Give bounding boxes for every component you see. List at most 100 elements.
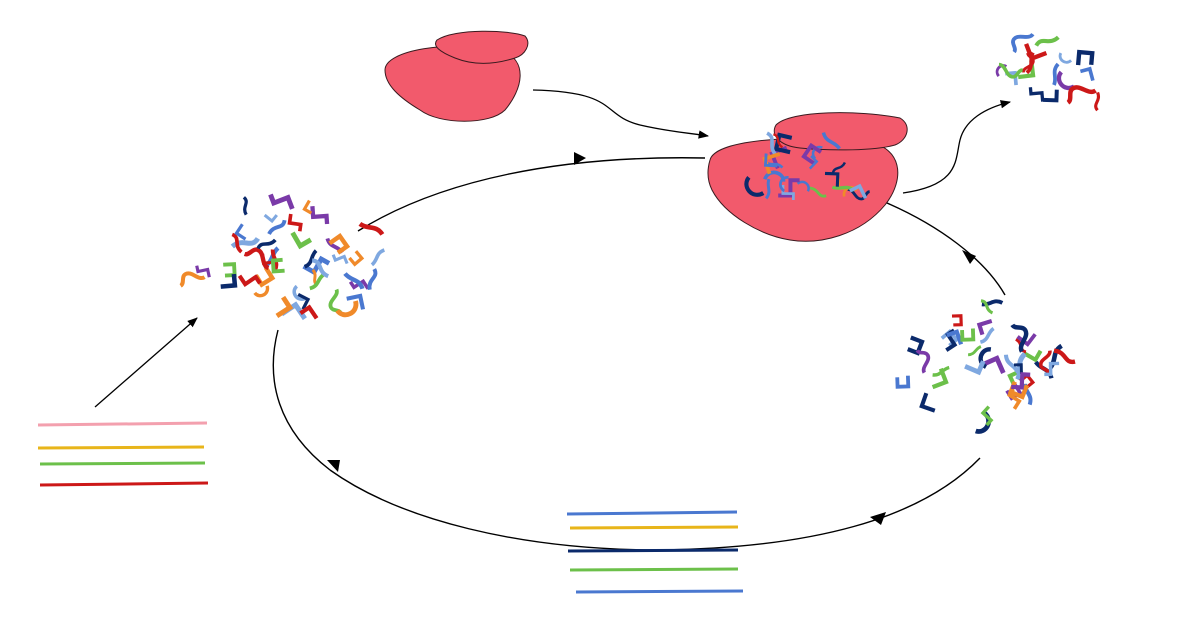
fragment (237, 274, 262, 287)
fragment (370, 248, 386, 267)
strand-line (569, 525, 739, 530)
fragment (1066, 85, 1097, 105)
right-fragment-cluster (895, 299, 1076, 434)
fragment (1016, 333, 1037, 347)
arrowhead-bottom-right (870, 512, 886, 525)
fragment (335, 300, 359, 318)
fragment (964, 360, 986, 376)
fragment (1038, 350, 1052, 374)
enzyme-fragment-cluster (744, 131, 871, 201)
left-fragment-cluster (179, 193, 386, 321)
fragment (1011, 32, 1035, 54)
fragment (919, 392, 936, 413)
fragment (995, 64, 1008, 77)
release-arrow (902, 100, 1012, 194)
fragment (931, 367, 949, 390)
fragment (263, 213, 278, 224)
fragment (275, 295, 294, 318)
fragment (808, 186, 827, 198)
fragment (1021, 52, 1035, 73)
fragment (297, 292, 311, 310)
fragment (348, 250, 365, 267)
fragment (772, 133, 784, 149)
fragment (766, 131, 778, 157)
fragment (230, 236, 261, 249)
fragment (821, 131, 841, 150)
fragment (1011, 372, 1031, 390)
fragment (778, 178, 800, 198)
fragment (1010, 323, 1029, 353)
bottom-strand-group (566, 510, 744, 594)
released-fragment-cluster (995, 32, 1100, 112)
arrowhead-top (574, 152, 586, 165)
fragment (231, 232, 243, 254)
cycle-arc-top (357, 157, 706, 232)
strand-line (575, 589, 744, 594)
fragment (367, 268, 378, 291)
strand-line (566, 510, 738, 516)
fragment (242, 196, 248, 216)
cycle-arc-right-lower (329, 457, 981, 551)
cycle-loop (272, 157, 1006, 551)
fragment (1034, 35, 1060, 47)
fragment (980, 405, 994, 427)
strand-line (37, 445, 205, 450)
fragment (764, 178, 771, 200)
fragment (763, 153, 778, 168)
fragment (223, 262, 237, 278)
cycle-arc-right-upper (879, 199, 1006, 296)
fragment (268, 193, 295, 210)
enzyme-binding-arrow (532, 89, 710, 139)
fragment (243, 247, 270, 271)
fragment (976, 318, 993, 336)
fragment (1013, 363, 1023, 374)
fragment (290, 231, 313, 250)
fragment (849, 183, 868, 199)
fragment (311, 258, 330, 279)
fragment (309, 272, 326, 291)
fragment (1058, 52, 1073, 64)
fragment (779, 176, 789, 193)
fragment (346, 293, 366, 310)
fragment (1075, 49, 1095, 66)
fragment (1052, 62, 1060, 86)
free-enzyme (384, 30, 529, 122)
fragment (967, 345, 982, 357)
fragment (303, 249, 318, 269)
fragment (906, 335, 925, 356)
fragment (915, 349, 931, 374)
strand-line (567, 548, 739, 553)
fragment (1023, 349, 1043, 363)
fragment (744, 176, 765, 197)
strand-line (39, 481, 209, 487)
fragment (946, 329, 964, 346)
fragment (951, 314, 963, 327)
fragment (808, 155, 819, 170)
fragment (220, 273, 238, 289)
fragment (1003, 354, 1020, 374)
fragment (310, 206, 330, 225)
left-strand-group (37, 421, 209, 487)
fragment (292, 284, 306, 301)
fragment (270, 257, 285, 274)
cycle-arrowheads (327, 152, 976, 525)
fragment (895, 375, 911, 389)
fragment (343, 272, 365, 290)
fragment (179, 271, 206, 288)
strand-line (39, 461, 206, 466)
fragment (331, 254, 349, 265)
strand-to-cluster-arrow (94, 317, 198, 408)
fragment (831, 161, 847, 174)
enzyme-complex (707, 112, 908, 242)
fragment (1044, 361, 1060, 377)
fragment (267, 219, 287, 236)
fragment (328, 233, 351, 255)
fragment (358, 221, 385, 236)
fragment (801, 142, 823, 166)
fragment (1079, 66, 1095, 82)
fragment (1094, 91, 1100, 112)
fragment (980, 299, 994, 315)
fragment (195, 265, 211, 278)
